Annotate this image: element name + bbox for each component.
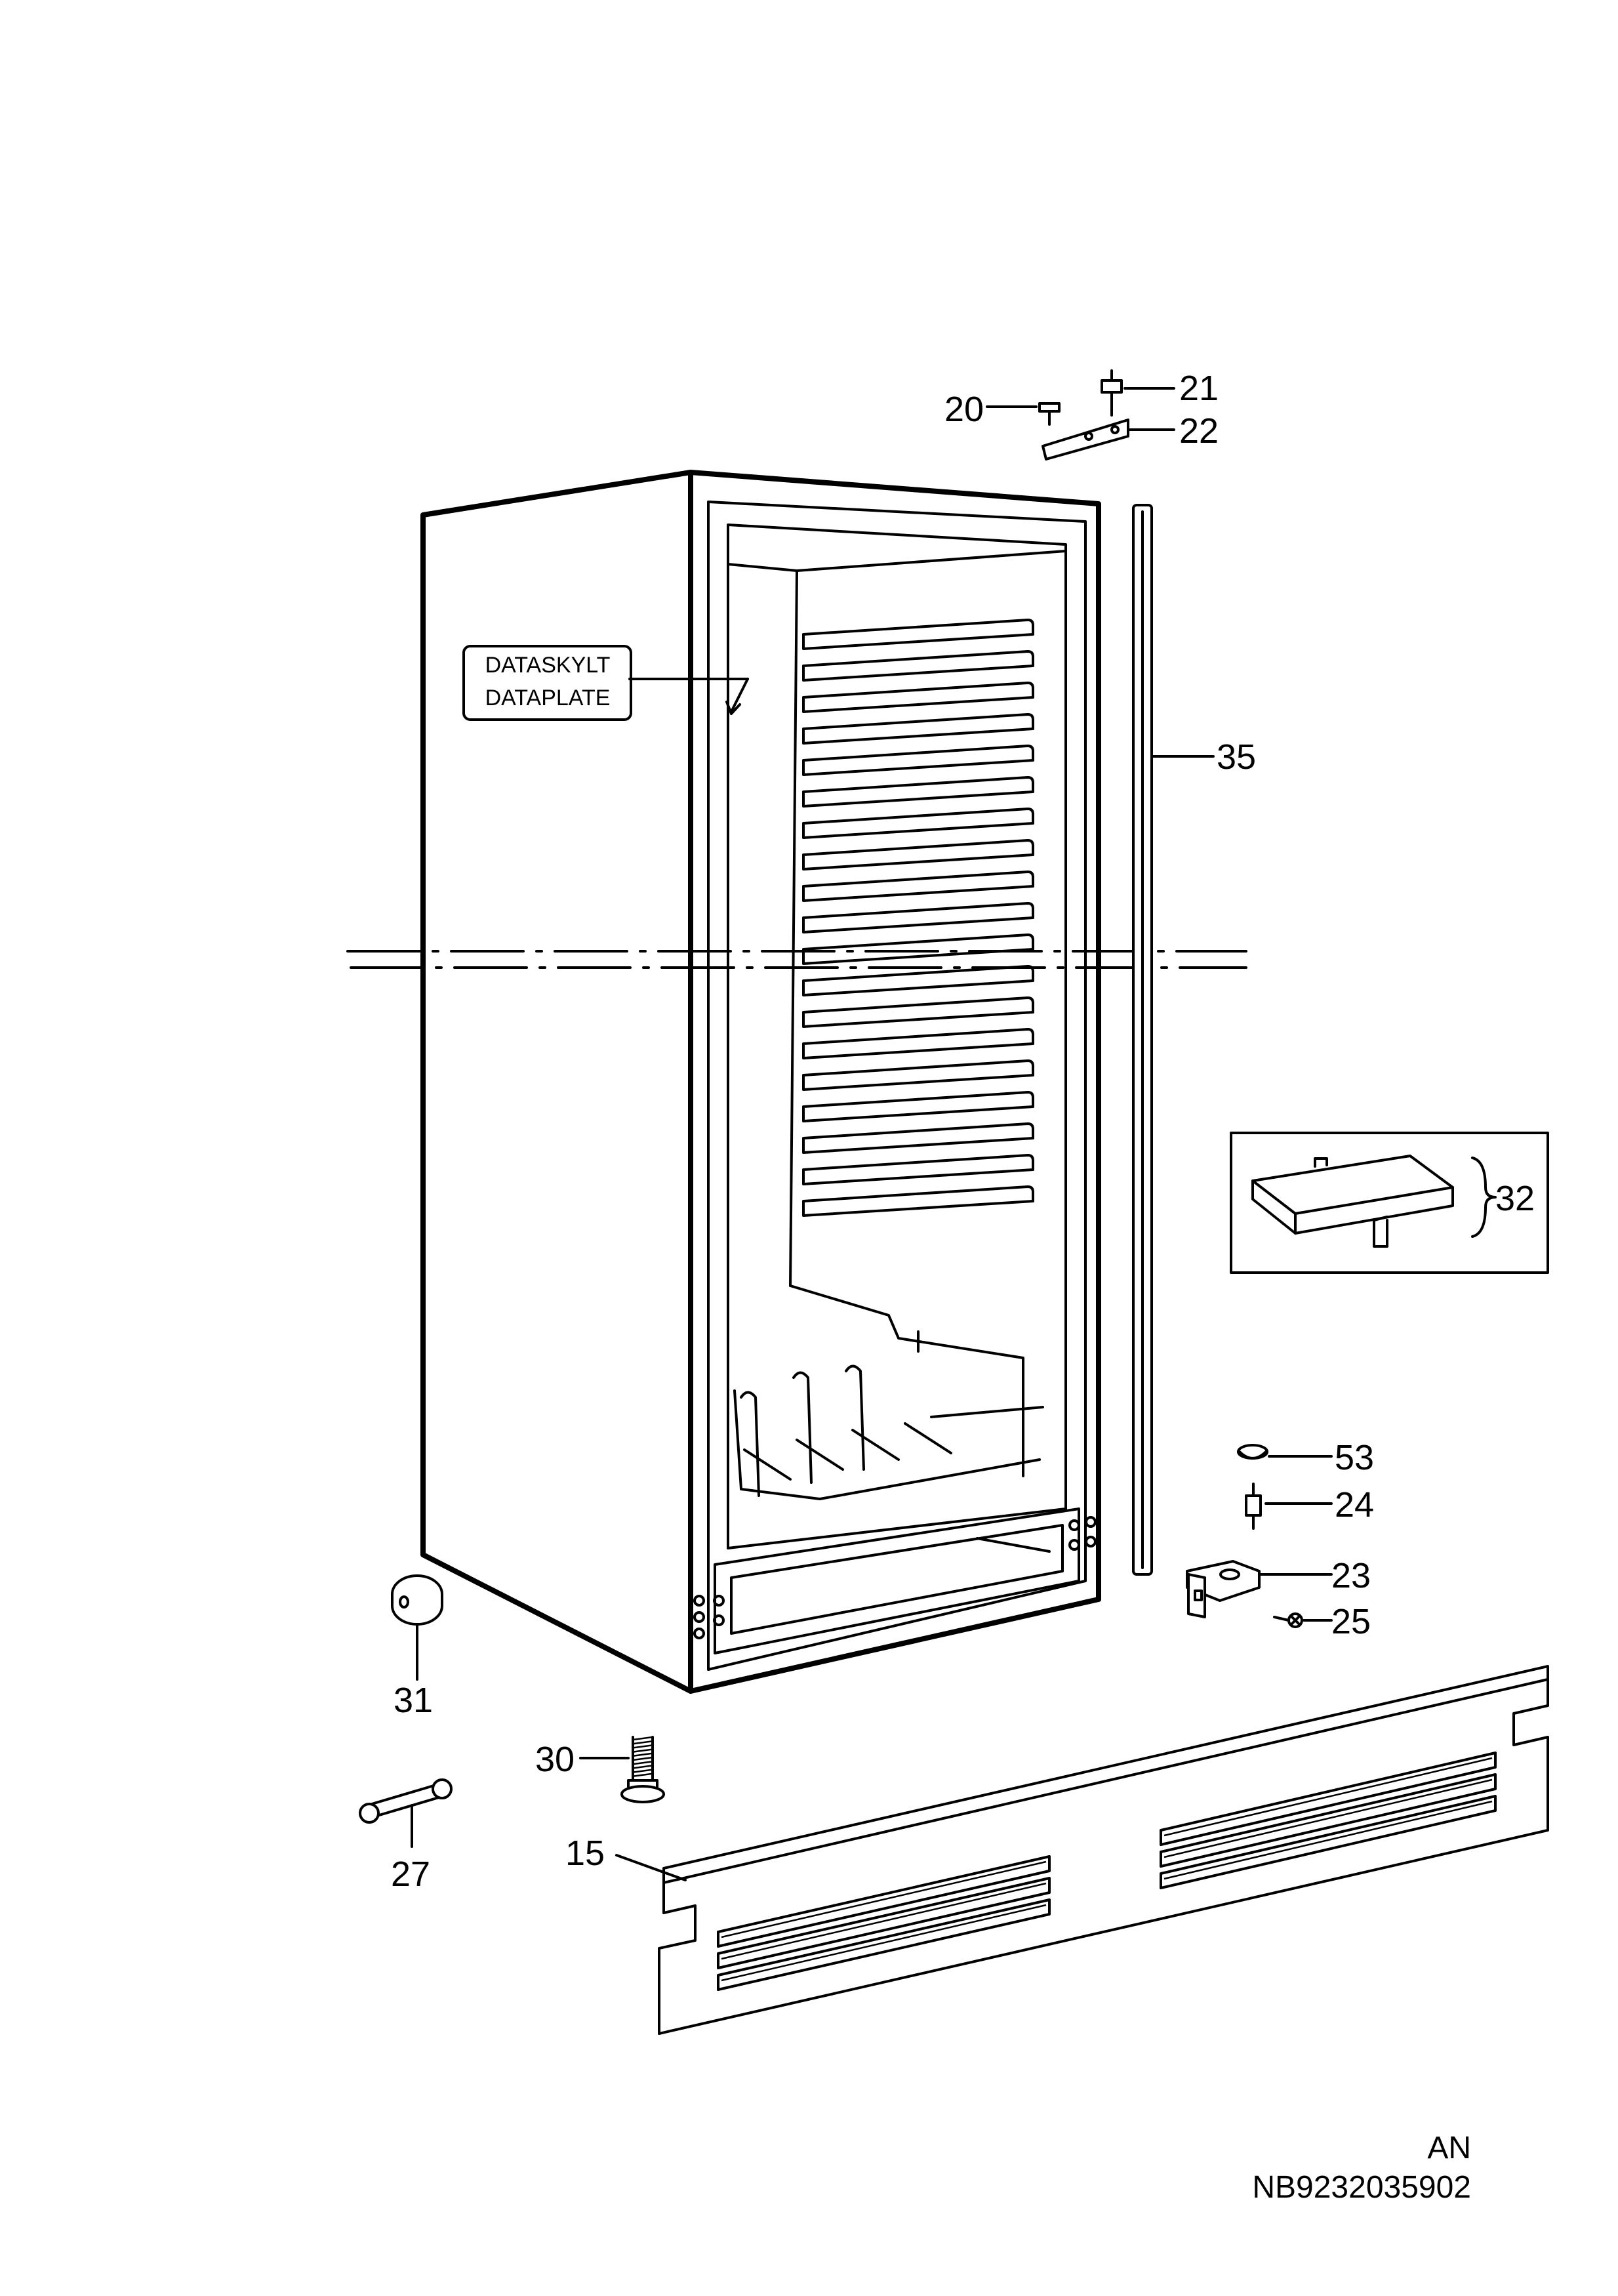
label-15: 15 xyxy=(565,1834,605,1873)
data-plate-label-2: DATAPLATE xyxy=(485,686,611,710)
footer-number: NB9232035902 xyxy=(1252,2170,1471,2205)
bottom-tray xyxy=(733,1330,1044,1500)
kick-plate-15 xyxy=(615,1665,1549,2035)
data-plate-label-1: DATASKYLT xyxy=(485,653,611,678)
label-31: 31 xyxy=(394,1681,433,1720)
hinge-small-parts xyxy=(1186,1444,1333,1628)
data-plate-callout: DATASKYLT DATAPLATE xyxy=(462,645,749,721)
label-32: 32 xyxy=(1495,1179,1535,1218)
label-35: 35 xyxy=(1217,737,1256,777)
door-gasket-35 xyxy=(1132,504,1153,1576)
wrench-27 xyxy=(359,1778,453,1848)
label-27: 27 xyxy=(391,1855,430,1894)
label-53: 53 xyxy=(1335,1438,1374,1477)
label-25: 25 xyxy=(1331,1602,1371,1641)
label-21: 21 xyxy=(1179,369,1219,408)
hinge-holes xyxy=(693,1516,1097,1639)
foot-31 xyxy=(391,1574,443,1681)
shelf-rails xyxy=(802,619,1034,1217)
label-20: 20 xyxy=(944,390,984,429)
label-24: 24 xyxy=(1335,1485,1374,1525)
adjustable-foot-30 xyxy=(579,1736,665,1803)
footer-code: AN xyxy=(1427,2131,1471,2165)
label-30: 30 xyxy=(535,1740,575,1779)
break-lines xyxy=(346,950,1247,969)
top-hinge-parts xyxy=(986,369,1175,461)
vent-slots xyxy=(717,1752,1497,1991)
part-labels: 20 21 22 35 32 53 24 23 25 31 30 15 27 xyxy=(391,369,1535,1894)
label-23: 23 xyxy=(1331,1556,1371,1595)
label-22: 22 xyxy=(1179,411,1219,451)
cabinet xyxy=(420,470,1101,1694)
accessory-box-32 xyxy=(1230,1132,1549,1274)
